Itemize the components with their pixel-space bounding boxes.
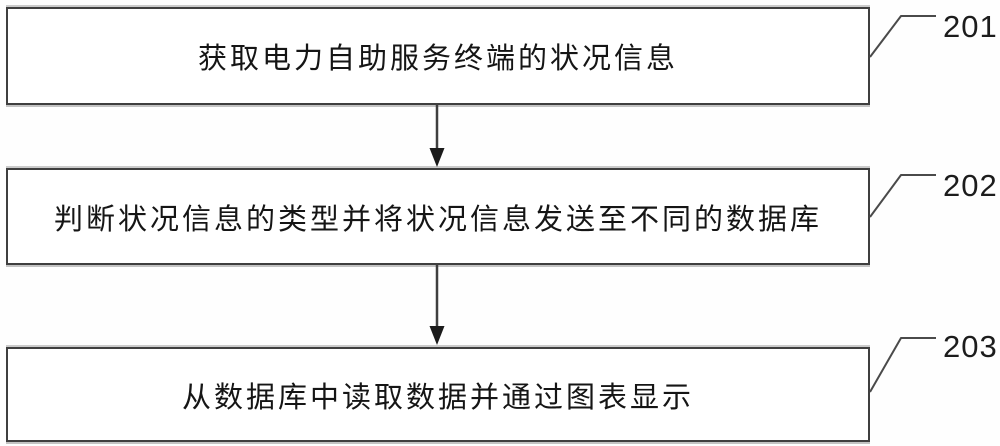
flow-step-box-201: 获取电力自助服务终端的状况信息 [6, 7, 870, 105]
flow-step-text-202: 判断状况信息的类型并将状况信息发送至不同的数据库 [53, 203, 822, 236]
flow-step-text-203: 从数据库中读取数据并通过图表显示 [181, 381, 694, 414]
ref-number-201: 201 [943, 9, 998, 44]
ref-number-203: 203 [943, 329, 998, 364]
flow-step-text-201: 获取电力自助服务终端的状况信息 [197, 43, 678, 75]
ref-leader-203 [869, 337, 936, 393]
ref-number-202: 202 [943, 168, 998, 203]
down-arrow-2 [429, 265, 445, 345]
flow-step-box-203: 从数据库中读取数据并通过图表显示 [6, 347, 870, 442]
ref-leader-202 [869, 174, 936, 218]
flow-step-box-202: 判断状况信息的类型并将状况信息发送至不同的数据库 [6, 168, 870, 265]
ref-leader-201 [869, 15, 936, 58]
down-arrow-1 [429, 105, 445, 167]
